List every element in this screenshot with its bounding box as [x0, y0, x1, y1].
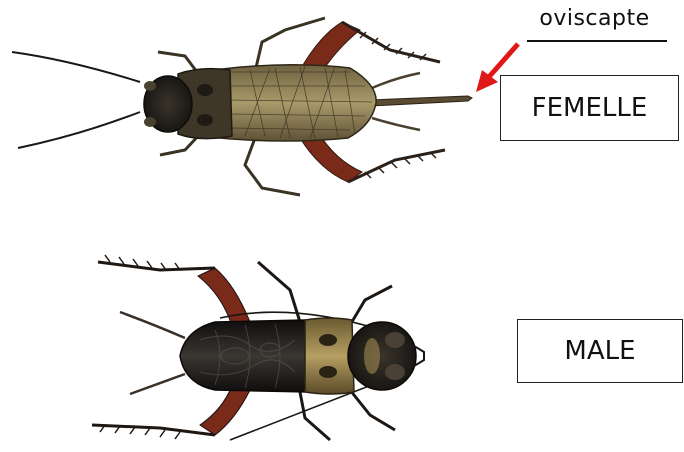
male-cercus-upper [120, 312, 185, 338]
female-antenna-lower [18, 112, 140, 148]
female-cercus-lower [372, 118, 420, 130]
female-label: FEMELLE [532, 93, 648, 123]
female-ovipositor [370, 96, 472, 106]
female-cricket [12, 18, 472, 195]
male-cercus-lower [130, 374, 185, 394]
ovipositor-label: oviscapte [512, 6, 677, 31]
male-label: MALE [564, 336, 635, 366]
male-wings [180, 320, 308, 392]
male-hind-leg-lower [200, 386, 250, 435]
male-cricket [92, 255, 424, 440]
male-pronotum [305, 318, 354, 394]
female-label-box: FEMELLE [500, 75, 679, 141]
male-label-box: MALE [517, 319, 683, 383]
female-cercus-upper [372, 73, 420, 88]
female-antenna-upper [12, 52, 140, 82]
male-head [348, 322, 416, 390]
ovipositor-label-underline [527, 40, 667, 42]
